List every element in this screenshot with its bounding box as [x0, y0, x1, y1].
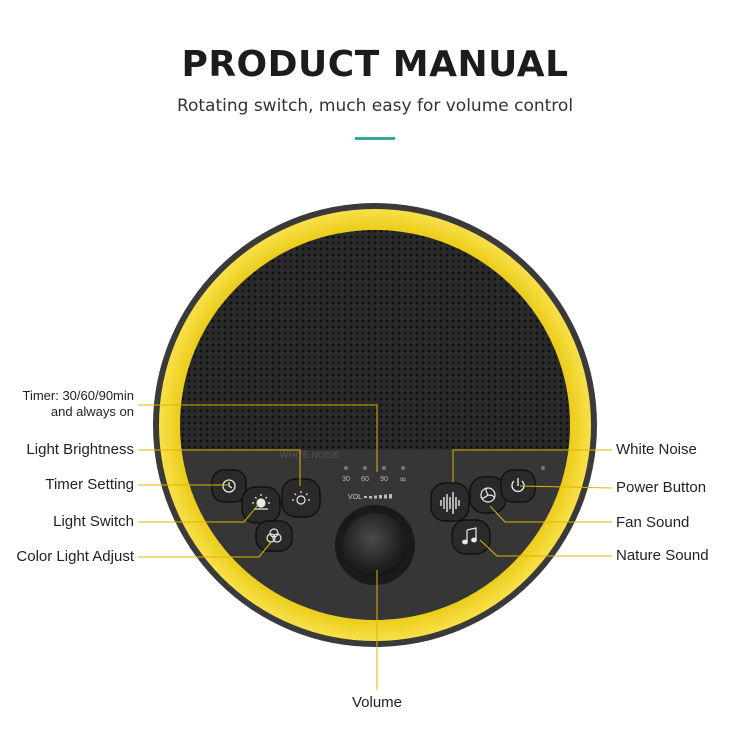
power-button[interactable]: [500, 469, 536, 503]
timer-icon: [222, 479, 236, 493]
music-note-icon: [462, 527, 477, 545]
callout-power-button: Power Button: [616, 479, 707, 496]
timer-led: [401, 466, 405, 470]
power-led: [541, 466, 545, 470]
callout-timer-line-2: and always on: [50, 404, 134, 419]
timer-mark-30: 30: [342, 476, 350, 483]
callout-line-color-light: [138, 540, 273, 558]
timer-button[interactable]: [211, 469, 247, 503]
callout-color-light-adjust: Color Light Adjust: [16, 548, 134, 565]
callout-line-light-switch: [138, 504, 259, 523]
accent-divider: [355, 137, 395, 140]
volume-scale: [364, 494, 392, 499]
power-icon: [511, 478, 525, 493]
callout-volume: Volume: [351, 694, 403, 711]
fan-sound-button[interactable]: [469, 476, 507, 514]
light-switch-button[interactable]: [241, 486, 281, 524]
sound-wave-icon: [440, 492, 460, 514]
callout-line-fan: [489, 505, 612, 523]
brightness-icon: [292, 491, 310, 505]
callout-line-nature: [479, 539, 612, 557]
brand-text: WHITE NOISE: [280, 450, 340, 460]
timer-led: [344, 466, 348, 470]
timer-led: [382, 466, 386, 470]
callout-line-light-brightness: [138, 449, 301, 486]
callout-light-switch: Light Switch: [53, 513, 134, 530]
sun-icon: [252, 494, 270, 510]
callout-line-white-noise: [452, 449, 612, 482]
nature-sound-button[interactable]: [451, 519, 491, 555]
callout-nature-sound: Nature Sound: [616, 547, 709, 564]
timer-mark-always: ∞: [399, 475, 407, 485]
page-subtitle: Rotating switch, much easy for volume co…: [176, 96, 574, 116]
color-light-adjust-button[interactable]: [255, 520, 293, 552]
timer-mark-60: 60: [361, 476, 369, 483]
fan-icon: [480, 487, 496, 503]
callout-fan-sound: Fan Sound: [616, 514, 690, 531]
callout-timer-label: Timer: 30/60/90min and always on: [4, 388, 134, 420]
light-brightness-button[interactable]: [281, 478, 321, 518]
callout-lines: [138, 404, 613, 690]
volume-knob[interactable]: [335, 505, 415, 585]
timer-indicators: 30 60 90 ∞: [342, 466, 407, 485]
callout-white-noise: White Noise: [616, 441, 697, 458]
callout-light-brightness: Light Brightness: [26, 441, 134, 458]
white-noise-button[interactable]: [430, 482, 470, 522]
callout-line-power: [519, 485, 613, 489]
callout-line-timer: [138, 404, 378, 472]
vol-label: VOL: [348, 494, 362, 501]
timer-mark-90: 90: [380, 476, 388, 483]
page-title: PRODUCT MANUAL: [181, 44, 569, 85]
timer-led: [363, 466, 367, 470]
callout-timer-setting: Timer Setting: [45, 476, 134, 493]
callout-timer-line-1: Timer: 30/60/90min: [22, 388, 134, 403]
